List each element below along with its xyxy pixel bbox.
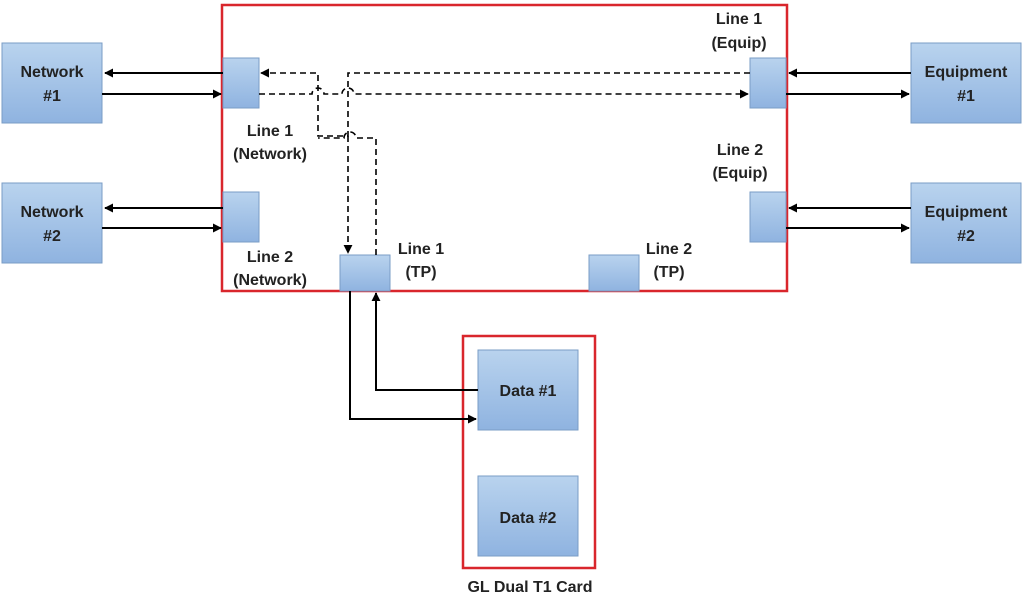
equipment-2-label-line2: #2 [957,228,975,245]
label-line2-equip-a: Line 2 [717,142,763,159]
network-2-block: Network #2 [1,182,103,264]
label-line2-tp-b: (TP) [653,264,684,281]
data-1-block: Data #1 [477,349,579,431]
equipment-2-block: Equipment #2 [910,182,1022,264]
label-line2-network-b: (Network) [233,272,307,289]
label-line1-network-b: (Network) [233,146,307,163]
equipment-1-label-line2: #1 [957,88,975,105]
arrow-tp-to-data1 [349,291,477,424]
port-line1-tp [339,254,391,292]
data-1-label: Data #1 [500,383,557,400]
network-2-label-line2: #2 [43,228,61,245]
port-line2-tp [588,254,640,292]
label-line1-equip-b: (Equip) [711,35,766,52]
port-line1-network [222,57,260,109]
data-2-label: Data #2 [500,510,557,527]
data-2-block: Data #2 [477,475,579,557]
port-line2-network [222,191,260,243]
equipment-1-label-line1: Equipment [925,64,1008,81]
label-line1-tp-b: (TP) [405,264,436,281]
label-line2-network-a: Line 2 [247,249,293,266]
label-line1-network-a: Line 1 [247,123,293,140]
network-1-label-line1: Network [20,64,83,81]
arrow-data1-to-tp [371,292,478,391]
equipment-1-block: Equipment #1 [910,42,1022,124]
card-frame [461,334,597,570]
network-1-block: Network #1 [1,42,103,124]
equipment-2-label-line1: Equipment [925,204,1008,221]
label-line1-tp-a: Line 1 [398,241,444,258]
network-1-label-line2: #1 [43,88,61,105]
network-2-label-line1: Network [20,204,83,221]
port-line2-equip [749,191,787,243]
main-frame [220,3,789,293]
card-label: GL Dual T1 Card [467,579,592,596]
solid-connections [102,68,911,424]
dashed-network-to-equip [259,87,749,99]
dashed-equip-to-network [260,68,750,137]
dashed-tp-feed [318,131,377,255]
label-line2-tp-a: Line 2 [646,241,692,258]
port-line1-equip [749,57,787,109]
label-line1-equip-a: Line 1 [716,11,762,28]
dashed-connections [259,68,750,255]
label-line2-equip-b: (Equip) [712,165,767,182]
